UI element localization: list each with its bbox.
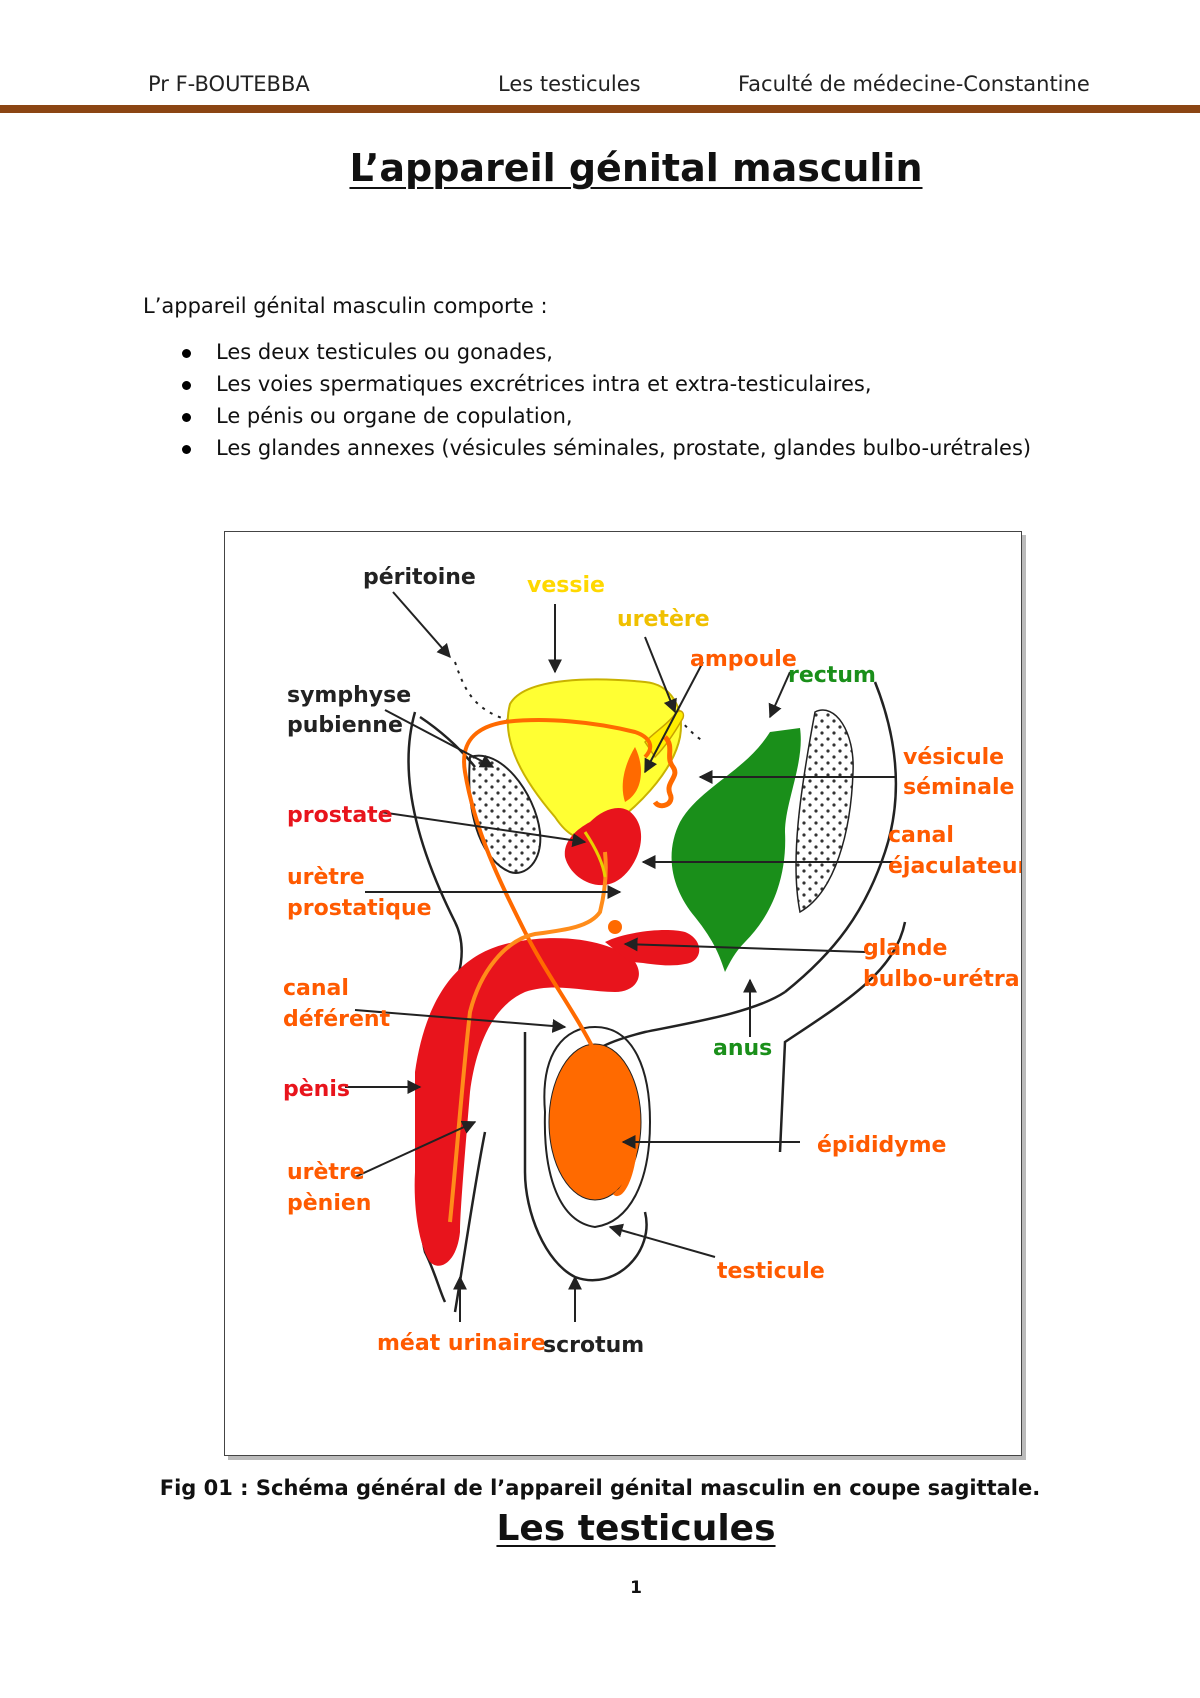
label-uretere: uretère [617,607,710,632]
label-symphyse-2: pubienne [287,713,403,738]
label-glande-2: bulbo-urétrale [863,967,1021,992]
page-number: 1 [630,1578,642,1598]
sacrum-bone [795,709,854,914]
ampoule-shape [622,747,641,802]
label-symphyse-1: symphyse [287,683,411,708]
diagram-labels: péritoine vessie uretère ampoule rectum … [283,565,1021,1358]
seminal-vesicle [652,735,678,809]
label-anus: anus [713,1036,772,1061]
label-uretre-prost-1: urètre [287,865,365,890]
label-canal-ejac-1: canal [888,823,954,848]
label-scrotum: scrotum [543,1333,644,1358]
list-item: Les deux testicules ou gonades, [170,340,1031,372]
page-header: Pr F-BOUTEBBA Les testicules Faculté de … [0,66,1200,106]
list-item: Les glandes annexes (vésicules séminales… [170,436,1031,468]
leader-lines [345,591,895,1322]
label-glande-1: glande [863,936,947,961]
label-uretre-prost-2: prostatique [287,896,432,921]
label-meat: méat urinaire [377,1331,546,1356]
label-uretre-pen-2: pènien [287,1191,371,1216]
label-vesicule-1: vésicule [903,745,1004,770]
prostate-shape [564,807,642,886]
list-item: Les voies spermatiques excrétrices intra… [170,372,1031,404]
anatomy-diagram: péritoine vessie uretère ampoule rectum … [283,565,1021,1358]
label-canal-def-2: déférent [283,1007,391,1032]
label-testicule: testicule [717,1259,825,1284]
header-institution: Faculté de médecine-Constantine [738,72,1090,96]
label-peritoine: péritoine [363,565,476,590]
anatomy-figure: péritoine vessie uretère ampoule rectum … [224,531,1022,1456]
intro-text: L’appareil génital masculin comporte : [143,294,548,318]
section-title: Les testicules [496,1508,776,1549]
label-uretre-pen-1: urètre [287,1160,365,1185]
rectum-shape [671,728,801,972]
label-ampoule: ampoule [690,647,797,672]
urethra [448,851,608,1223]
header-topic: Les testicules [498,72,641,96]
label-penis: pènis [283,1077,350,1102]
vas-deferens [462,718,653,1173]
label-prostate: prostate [287,803,393,828]
page-title: L’appareil génital masculin [349,146,923,190]
label-canal-def-1: canal [283,976,349,1001]
list-item: Le pénis ou organe de copulation, [170,404,1031,436]
header-rule [0,105,1200,113]
epididymis-shape [608,1054,639,1196]
label-vessie: vessie [527,573,605,598]
label-epididyme: épididyme [817,1133,946,1158]
organ-list: Les deux testicules ou gonades, Les voie… [170,340,1031,468]
symphysis-bone [468,754,542,874]
scrotum-outline [543,1025,652,1229]
label-canal-ejac-2: éjaculateur [888,854,1021,879]
figure-caption: Fig 01 : Schéma général de l’appareil gé… [159,1476,1041,1500]
label-vesicule-2: séminale [903,775,1014,800]
label-rectum: rectum [788,663,876,688]
header-author: Pr F-BOUTEBBA [148,72,310,96]
